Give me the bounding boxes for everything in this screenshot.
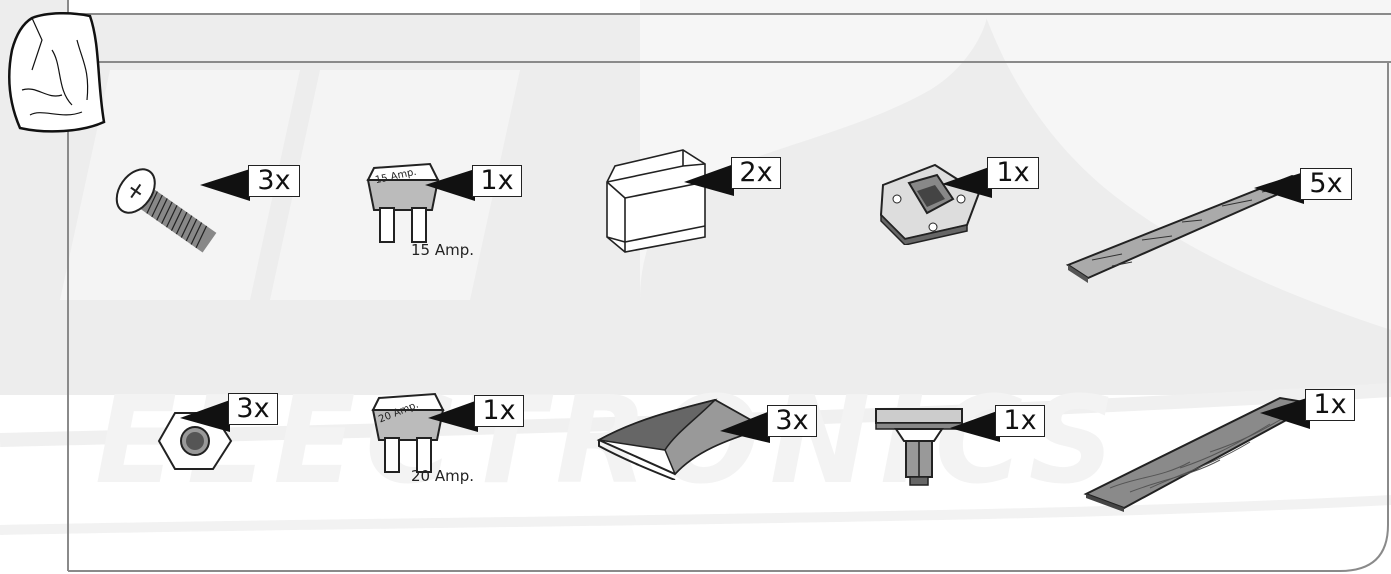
leader-arrow: [942, 166, 992, 198]
frame-bottom-border: [68, 62, 1389, 572]
fuse-cover-icon: [606, 149, 706, 253]
quantity-label: 1x: [987, 157, 1039, 189]
quantity-label: 1x: [995, 405, 1045, 437]
leader-arrow: [428, 400, 478, 432]
fuse-icon: 15 Amp.: [366, 162, 440, 243]
watermark-swoosh: [0, 495, 1391, 535]
watermark-shape: [60, 70, 300, 300]
leader-arrow: [180, 400, 230, 432]
plastic-bag-icon: [7, 12, 106, 133]
quantity-label: 1x: [1305, 389, 1355, 421]
watermark-shape: [980, 0, 1391, 330]
fuse-caption: 15 Amp.: [411, 241, 475, 259]
quantity-label: 3x: [228, 393, 278, 425]
leader-arrow: [1260, 397, 1310, 429]
leader-arrow: [425, 169, 475, 201]
watermark-shape: [640, 0, 988, 300]
adhesive-pad-icon: [596, 398, 768, 480]
quantity-label: 2x: [731, 157, 781, 189]
leader-arrow: [684, 164, 734, 196]
quantity-label: 3x: [248, 165, 300, 197]
quantity-label: 1x: [472, 165, 522, 197]
push-clip-icon: [875, 408, 963, 486]
screw-icon: [115, 168, 217, 253]
fuse-icon: 20 Amp.: [371, 392, 445, 473]
quantity-label: 3x: [767, 405, 817, 437]
quantity-label: 1x: [474, 395, 524, 427]
leader-arrow: [950, 410, 1000, 442]
fuse-caption: 20 Amp.: [411, 467, 475, 485]
leader-arrow: [720, 411, 770, 443]
leader-arrow: [200, 169, 250, 201]
quantity-label: 5x: [1300, 168, 1352, 200]
leader-arrow: [1254, 172, 1304, 204]
